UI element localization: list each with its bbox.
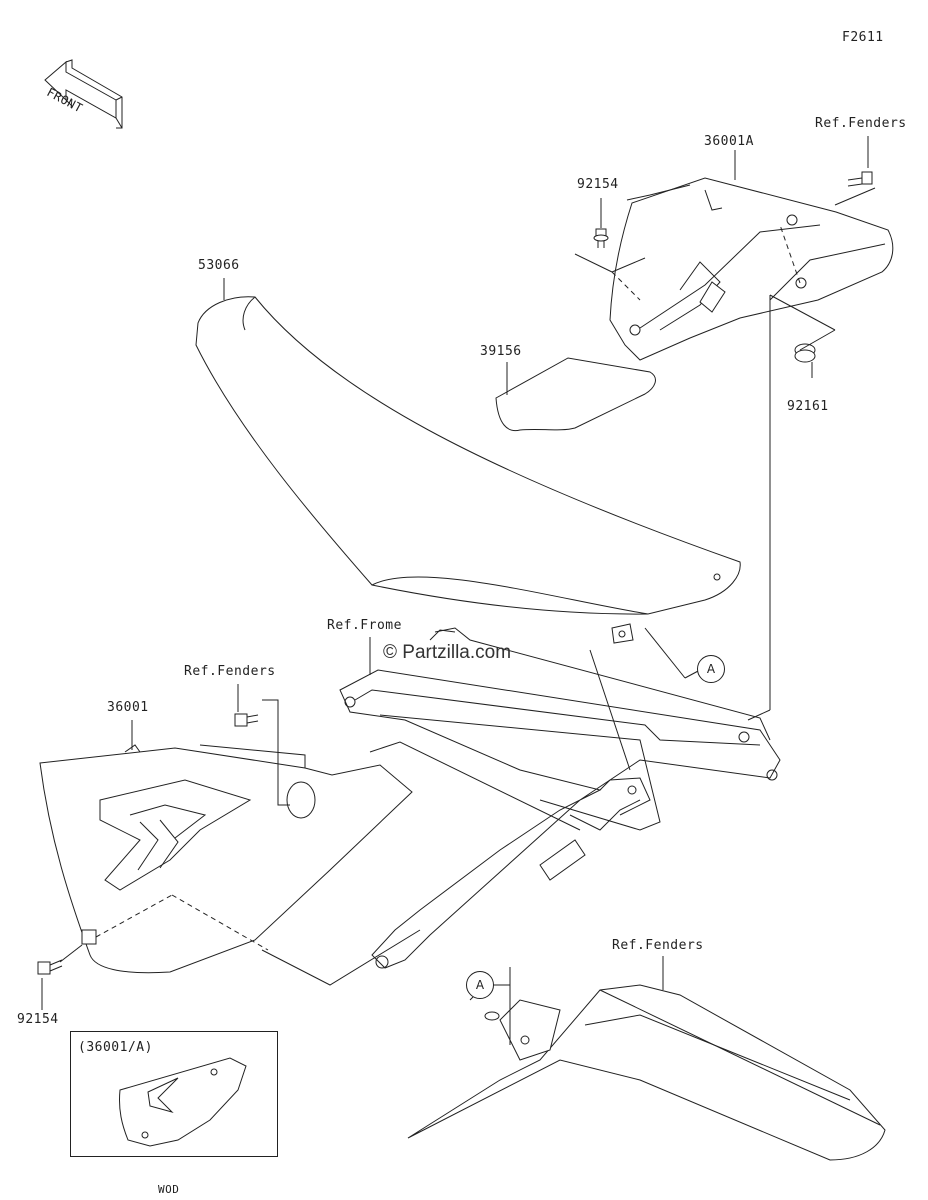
callout-92154-bottom: 92154 xyxy=(17,1012,59,1027)
callout-ref-fenders-mid: Ref.Fenders xyxy=(184,664,276,679)
callout-ref-fenders-bottom: Ref.Fenders xyxy=(612,938,704,953)
callout-92161: 92161 xyxy=(787,399,829,414)
callout-ref-fenders-top: Ref.Fenders xyxy=(815,116,907,131)
callout-36001: 36001 xyxy=(107,700,149,715)
inset-caption: WOD xyxy=(158,1183,180,1196)
callout-ref-frame: Ref.Frome xyxy=(327,618,402,633)
bolt-ref-fenders-mid xyxy=(235,714,258,726)
grommet-92161 xyxy=(795,344,815,362)
front-arrow-icon xyxy=(45,60,122,128)
rear-fender xyxy=(408,985,885,1160)
inset-title: (36001/A) xyxy=(78,1040,153,1055)
diagram-code: F2611 xyxy=(842,30,884,45)
bolt-ref-fenders-top xyxy=(848,172,872,186)
pad-39156 xyxy=(496,358,655,431)
bolt-92154-top xyxy=(594,229,608,248)
rear-frame xyxy=(340,628,780,968)
side-cover-36001A xyxy=(610,178,893,360)
inset-box xyxy=(70,1031,278,1157)
callout-39156: 39156 xyxy=(480,344,522,359)
callout-53066: 53066 xyxy=(198,258,240,273)
ref-circle-a-upper: A xyxy=(697,655,725,683)
side-cover-36001 xyxy=(40,745,412,973)
ref-circle-a-lower: A xyxy=(466,971,494,999)
inset-side-cover xyxy=(119,1058,246,1146)
watermark: © Partzilla.com xyxy=(383,642,512,663)
seat-53066 xyxy=(196,297,740,643)
callout-36001A: 36001A xyxy=(704,134,754,149)
bolt-92154-bottom xyxy=(38,960,62,974)
hidden-lines xyxy=(96,225,800,950)
leader-lines xyxy=(42,136,875,1045)
callout-92154-top: 92154 xyxy=(577,177,619,192)
